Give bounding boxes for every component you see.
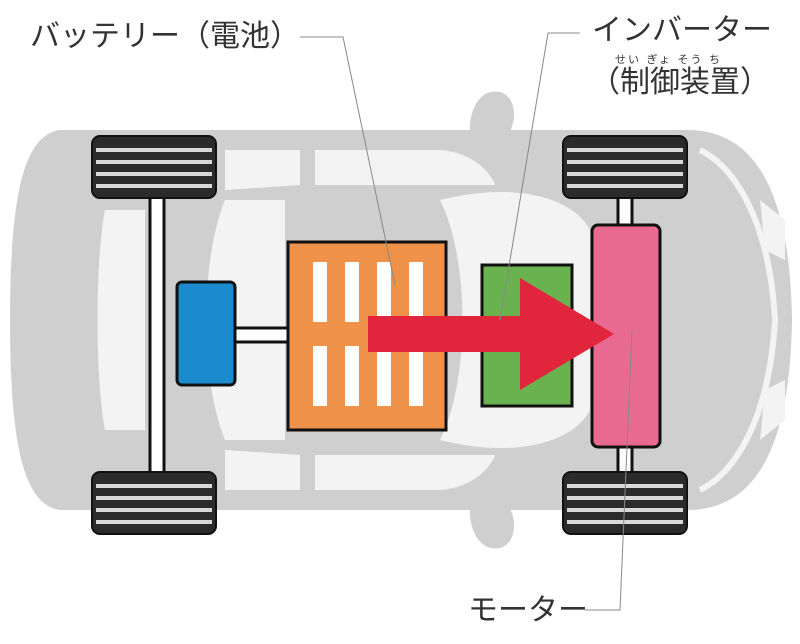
inverter-ruby: せい ぎょ そう ち: [615, 53, 722, 66]
hood-line: [698, 147, 779, 493]
side-window-bottom-rear: [225, 450, 300, 490]
rear-window: [97, 210, 145, 430]
rear-axle: [148, 188, 166, 482]
tire-front-top: [562, 135, 688, 199]
inverter-sublabel: （制御装置）: [590, 65, 770, 100]
headlight-bottom: [760, 380, 785, 440]
tire-rear-bottom: [91, 471, 217, 535]
energy-flow-arrow: [368, 278, 614, 390]
tire-rear-top: [91, 135, 217, 199]
side-window-top-front: [315, 150, 495, 185]
side-window-bottom-front: [315, 455, 495, 490]
mirror-top: [469, 91, 515, 140]
inverter-leader-line: [499, 32, 580, 321]
side-window-top-rear: [225, 150, 300, 190]
inverter-label: インバーター: [592, 13, 772, 48]
battery-label: バッテリー（電池）: [30, 19, 300, 54]
motor-leader-line: [585, 329, 633, 611]
drive-shaft: [230, 326, 296, 344]
headlight-top: [760, 200, 785, 260]
blue-unit: [175, 280, 237, 387]
battery-leader-line: [300, 36, 396, 286]
motor-label: モーター: [468, 593, 588, 628]
mirror-bottom: [469, 500, 515, 549]
